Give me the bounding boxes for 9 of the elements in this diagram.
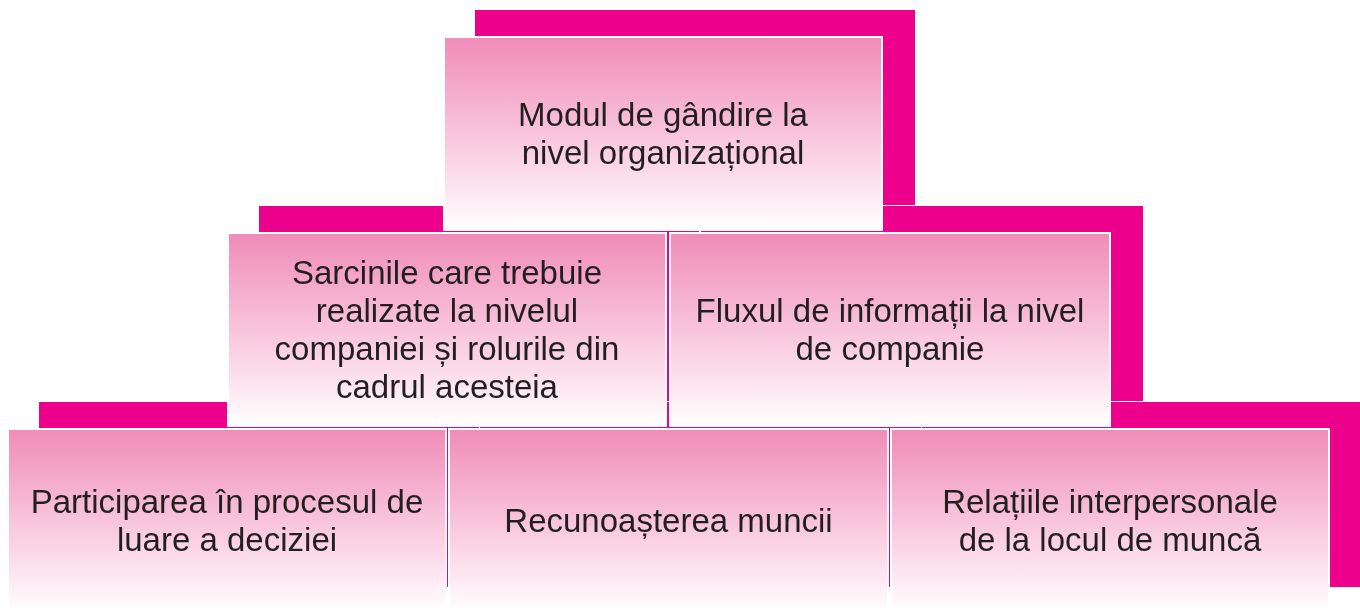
pyramid-block — [443, 36, 883, 231]
block-text: Modul de gândire la nivel organizațional — [517, 95, 809, 172]
block-text: Sarcinile care trebuie realizate la nivelul companiei și rolurile din cadrul acesteia — [273, 253, 621, 406]
block-text: Relațiile interpersonale de la locul de muncă — [941, 482, 1279, 559]
pyramid-block — [669, 232, 1111, 427]
block-text: Recunoașterea muncii — [503, 501, 834, 540]
block-text: Fluxul de informații la nivel de companie — [694, 291, 1086, 368]
block-text: Participarea în procesul de luare a deciziei — [29, 482, 425, 559]
pyramid-block — [227, 232, 667, 427]
